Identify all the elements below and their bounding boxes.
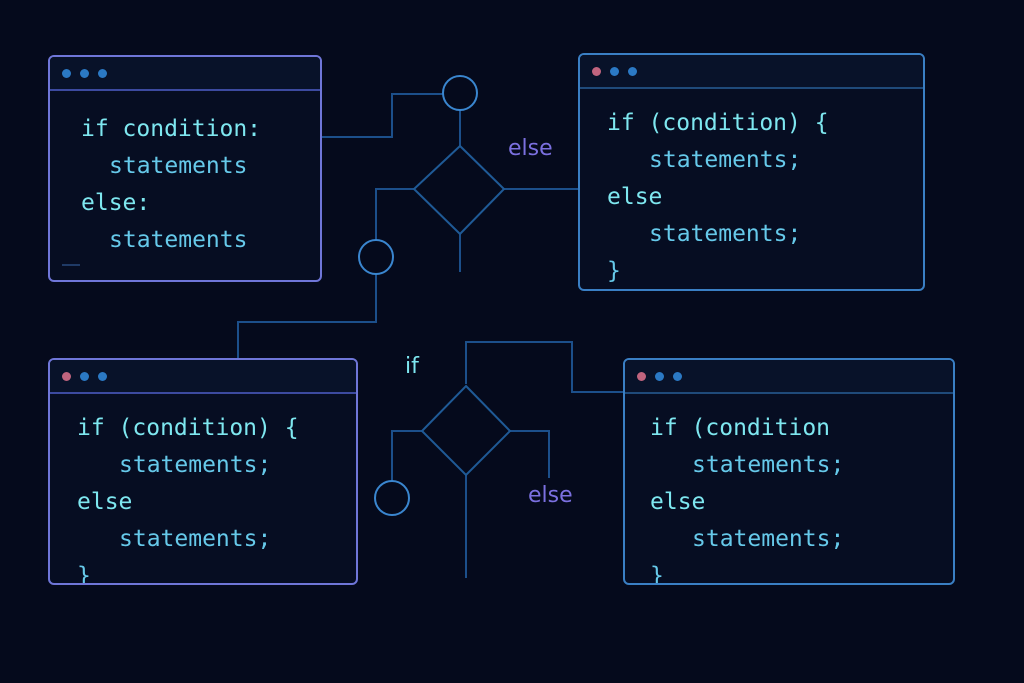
window-titlebar: [50, 360, 356, 394]
code-window-bottom-right: if (condition statements; else statement…: [623, 358, 955, 585]
junction-circle-middle: [358, 239, 394, 275]
window-footer-mark: [62, 264, 80, 266]
code-line: statements;: [119, 452, 272, 478]
code-line: statements;: [692, 452, 845, 478]
window-dot-icon: [655, 371, 664, 381]
code-line: statements;: [649, 221, 802, 247]
decision-diamond-bottom: [420, 384, 512, 477]
window-dot-icon: [98, 68, 107, 78]
code-line: if condition:: [81, 116, 262, 142]
window-titlebar: [50, 57, 320, 91]
code-line: statements;: [119, 526, 272, 552]
code-line: statements: [109, 227, 248, 253]
code-line: }: [607, 258, 621, 284]
code-block: if (condition) { statements; else statem…: [580, 89, 923, 289]
code-line: }: [77, 563, 91, 585]
else-label-bottom: else: [528, 483, 573, 508]
code-line: else: [650, 489, 706, 515]
window-dot-icon: [62, 371, 71, 381]
code-window-python: if condition: statements else: statement…: [48, 55, 322, 282]
connector-line: [322, 93, 443, 138]
if-label-bottom: if: [405, 354, 419, 379]
window-dot-icon: [98, 371, 107, 381]
decision-diamond-top: [412, 144, 506, 236]
window-dot-icon: [80, 68, 89, 78]
code-line: else:: [81, 190, 151, 216]
junction-circle-bottom: [374, 480, 410, 516]
code-line: statements: [109, 153, 248, 179]
junction-circle-top: [442, 75, 478, 111]
code-line: statements;: [649, 147, 802, 173]
code-window-top-right: if (condition) { statements; else statem…: [578, 53, 925, 291]
code-line: statements;: [692, 526, 845, 552]
connector-line: [510, 430, 550, 478]
window-dot-icon: [592, 66, 601, 76]
window-dot-icon: [673, 371, 682, 381]
window-dot-icon: [628, 66, 637, 76]
window-dot-icon: [637, 371, 646, 381]
connector-line: [237, 274, 377, 358]
window-dot-icon: [610, 66, 619, 76]
window-titlebar: [625, 360, 953, 394]
code-block: if (condition) { statements; else statem…: [50, 394, 356, 585]
code-window-bottom-left: if (condition) { statements; else statem…: [48, 358, 358, 585]
code-block: if (condition statements; else statement…: [625, 394, 953, 585]
code-line: if (condition) {: [77, 415, 299, 441]
else-label-top: else: [508, 136, 553, 161]
code-block: if condition: statements else: statement…: [50, 91, 320, 259]
connector-line: [391, 430, 422, 481]
window-titlebar: [580, 55, 923, 89]
connector-line: [465, 341, 624, 393]
connector-line: [375, 188, 414, 240]
code-line: }: [650, 563, 664, 585]
code-line: else: [607, 184, 663, 210]
code-line: if (condition: [650, 415, 831, 441]
window-dot-icon: [62, 68, 71, 78]
code-line: else: [77, 489, 133, 515]
code-line: if (condition) {: [607, 110, 829, 136]
window-dot-icon: [80, 371, 89, 381]
